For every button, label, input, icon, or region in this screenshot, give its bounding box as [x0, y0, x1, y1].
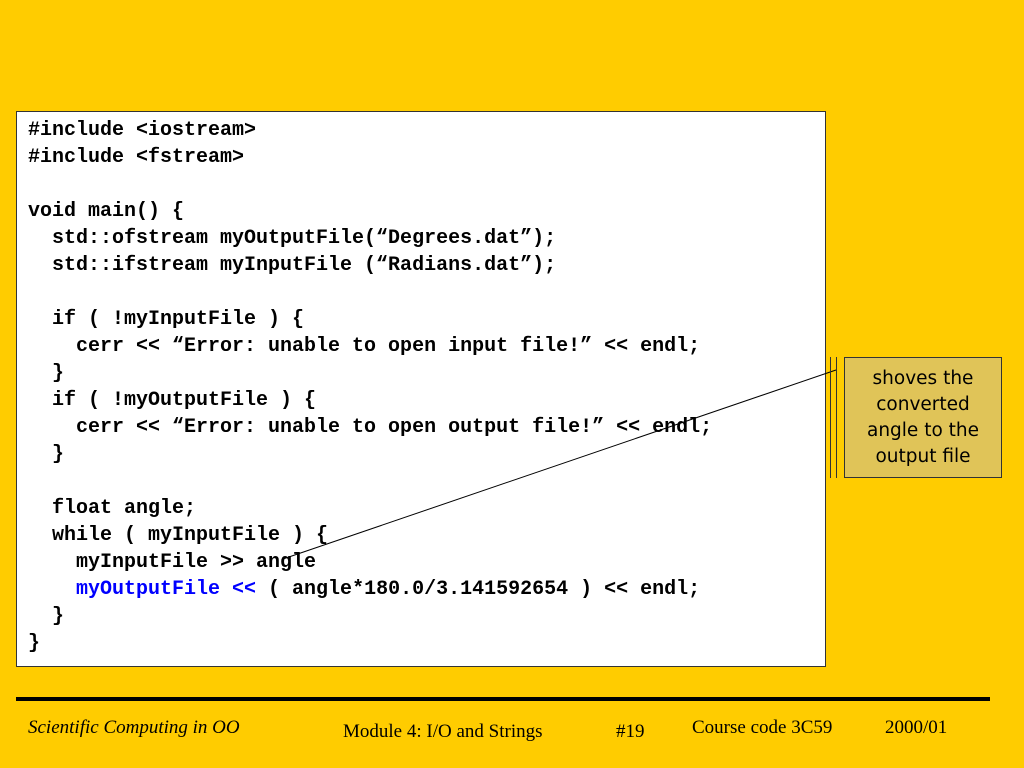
callout-bracket-line-left [830, 357, 831, 478]
footer-slide-number: #19 [616, 721, 645, 742]
callout-text: shoves the converted angle to the output… [866, 367, 980, 467]
code-line-17: myInputFile >> angle [28, 551, 317, 574]
code-line-8: if ( !myInputFile ) { [28, 308, 305, 331]
code-rest: ( angle*180.0/3.141592654 ) << endl; [256, 578, 701, 601]
code-line-13: } [28, 443, 65, 466]
code-line-6: std::ifstream myInputFile (“Radians.dat”… [28, 254, 557, 277]
footer-course-title: Scientific Computing in OO [28, 717, 240, 738]
code-line-16: while ( myInputFile ) { [28, 524, 329, 547]
code-line-1: #include <iostream> [28, 119, 257, 142]
footer-course-code: Course code 3C59 [692, 717, 833, 738]
code-line-10: } [28, 362, 65, 385]
code-listing: #include <iostream> #include <fstream> v… [16, 111, 826, 667]
code-line-20: } [28, 632, 41, 655]
callout-bracket-line-right [836, 357, 837, 478]
code-highlight: myOutputFile << [76, 578, 257, 601]
footer-year: 2000/01 [885, 717, 948, 738]
code-indent [28, 578, 76, 601]
footer-module: Module 4: I/O and Strings [343, 721, 543, 742]
code-line-19: } [28, 605, 65, 628]
callout-box: shoves the converted angle to the output… [844, 357, 1002, 478]
code-line-11: if ( !myOutputFile ) { [28, 389, 317, 412]
code-line-4: void main() { [28, 200, 185, 223]
code-line-5: std::ofstream myOutputFile(“Degrees.dat”… [28, 227, 557, 250]
code-line-15: float angle; [28, 497, 197, 520]
footer-divider [16, 697, 990, 701]
code-line-9: cerr << “Error: unable to open input fil… [28, 335, 701, 358]
code-line-12: cerr << “Error: unable to open output fi… [28, 416, 713, 439]
code-line-18-highlighted: myOutputFile << ( angle*180.0/3.14159265… [28, 576, 700, 603]
code-line-2: #include <fstream> [28, 146, 245, 169]
